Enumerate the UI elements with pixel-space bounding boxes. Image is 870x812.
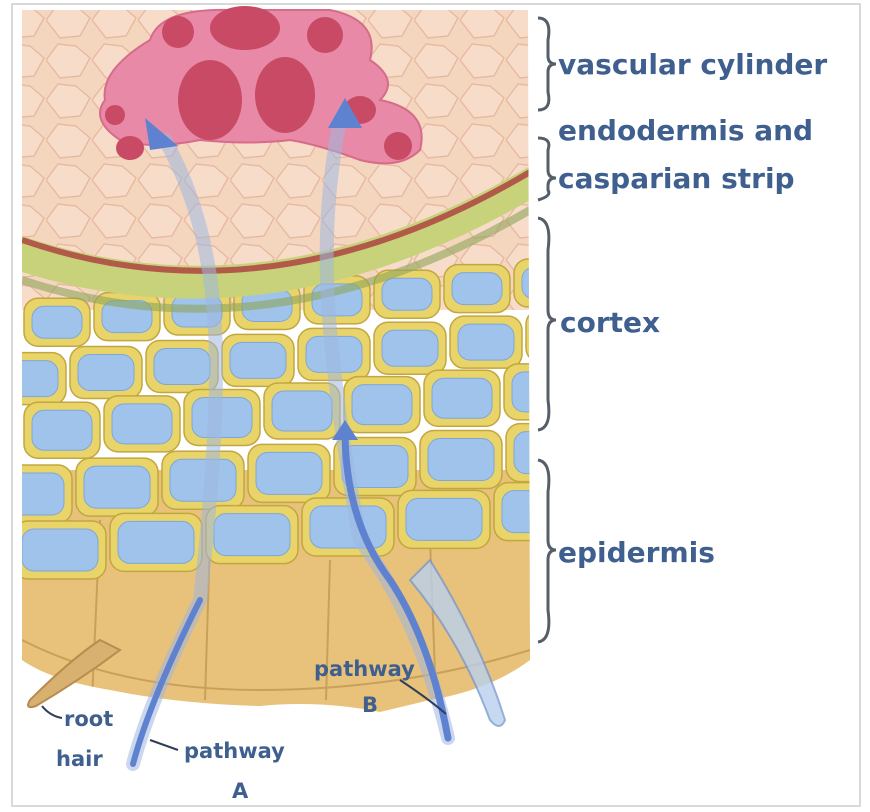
label-pathway-a: pathway: [184, 739, 285, 763]
casparian-strip: [22, 169, 530, 274]
label-vascular-cylinder: vascular cylinder: [558, 48, 827, 81]
label-epidermis: epidermis: [558, 536, 715, 569]
root-hair: [27, 558, 507, 727]
image-frame: [11, 3, 861, 807]
label-root-hair-line1: root: [64, 707, 113, 731]
label-root-hair-line2: hair: [56, 747, 103, 771]
leader-lines: [41, 679, 447, 751]
label-endodermis-line1: endodermis and: [558, 114, 813, 147]
label-braces: [537, 16, 557, 644]
label-pathway-a-letter: A: [232, 779, 249, 803]
label-cortex: cortex: [560, 306, 660, 339]
tissue-illustration: [22, 10, 530, 712]
label-endodermis-line2: casparian strip: [558, 162, 795, 195]
pathway-a-arrow: [126, 118, 223, 771]
label-pathway-b-letter: B: [362, 693, 378, 717]
label-pathway-b: pathway: [314, 657, 415, 681]
cortex-cells: [22, 258, 530, 580]
pathway-b-arrow: [319, 98, 455, 745]
